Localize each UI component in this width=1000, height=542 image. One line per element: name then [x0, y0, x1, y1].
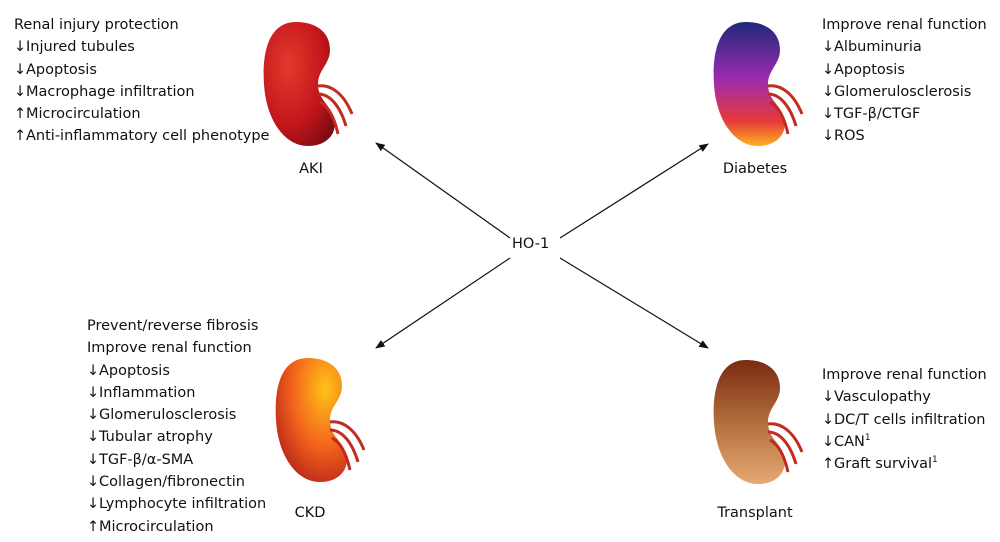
list-item: ↓Lymphocyte infiltration	[87, 493, 266, 515]
list-item: ↑Anti-inflammatory cell phenotype	[14, 125, 269, 147]
ho1-label: HO-1	[512, 236, 550, 252]
list-item: ↓Glomerulosclerosis	[87, 404, 266, 426]
arrow-to-transplant	[559, 257, 709, 349]
aki-heading: Renal injury protection	[14, 17, 179, 33]
ckd-kidney-image	[275, 358, 366, 482]
list-item: ↑Graft survival1	[822, 453, 987, 475]
ckd-effects: Prevent/reverse fibrosis Improve renal f…	[87, 315, 266, 538]
trend-arrow: ↓	[822, 411, 835, 428]
list-item: ↓CAN1	[822, 431, 987, 453]
trend-arrow: ↓	[14, 39, 27, 56]
trend-arrow: ↓	[87, 474, 100, 491]
trend-arrow: ↓	[87, 496, 100, 513]
list-item: ↑Microcirculation	[14, 103, 269, 125]
footnote-marker: 1	[932, 455, 938, 466]
list-item: ↓Apoptosis	[822, 59, 987, 81]
transplant-effects: Improve renal function ↓Vasculopathy ↓DC…	[822, 364, 987, 475]
list-item: ↓Macrophage infiltration	[14, 81, 269, 103]
list-item: ↓Glomerulosclerosis	[822, 81, 987, 103]
trend-arrow: ↓	[87, 362, 100, 379]
trend-arrow: ↑	[822, 456, 835, 473]
diabetes-label: Diabetes	[722, 161, 788, 177]
transplant-label: Transplant	[717, 505, 793, 521]
list-item: ↓ROS	[822, 125, 987, 147]
list-item: ↓Inflammation	[87, 382, 266, 404]
trend-arrow: ↓	[822, 61, 835, 78]
transplant-heading: Improve renal function	[822, 367, 987, 383]
trend-arrow: ↓	[14, 61, 27, 78]
trend-arrow: ↓	[87, 407, 100, 424]
trend-arrow: ↓	[822, 128, 835, 145]
trend-arrow: ↓	[87, 451, 100, 468]
diabetes-kidney-image	[713, 22, 804, 146]
list-item: ↓DC/T cells infiltration	[822, 409, 987, 431]
list-item: ↓Tubular atrophy	[87, 426, 266, 448]
aki-kidney-image	[263, 22, 354, 146]
ckd-label: CKD	[294, 505, 326, 521]
list-item: ↓Apoptosis	[87, 360, 266, 382]
list-item: ↓Injured tubules	[14, 36, 269, 58]
trend-arrow: ↓	[14, 83, 27, 100]
list-item: ↓Apoptosis	[14, 59, 269, 81]
list-item: ↓Albuminuria	[822, 36, 987, 58]
list-item: ↓Collagen/fibronectin	[87, 471, 266, 493]
trend-arrow: ↓	[822, 83, 835, 100]
trend-arrow: ↓	[822, 389, 835, 406]
arrow-to-ckd	[375, 257, 511, 349]
trend-arrow: ↓	[822, 106, 835, 123]
arrow-to-diabetes	[559, 143, 709, 239]
aki-label: AKI	[299, 161, 323, 177]
diabetes-heading: Improve renal function	[822, 17, 987, 33]
trend-arrow: ↓	[822, 39, 835, 56]
trend-arrow: ↑	[87, 518, 100, 535]
trend-arrow: ↑	[14, 106, 27, 123]
diabetes-effects: Improve renal function ↓Albuminuria ↓Apo…	[822, 14, 987, 148]
aki-effects: Renal injury protection ↓Injured tubules…	[14, 14, 269, 148]
trend-arrow: ↑	[14, 128, 27, 145]
list-item: ↑Microcirculation	[87, 516, 266, 538]
arrow-to-aki	[375, 142, 511, 239]
list-item: ↓TGF-β/CTGF	[822, 103, 987, 125]
trend-arrow: ↓	[822, 433, 835, 450]
trend-arrow: ↓	[87, 429, 100, 446]
transplant-kidney-image	[713, 360, 804, 484]
ckd-heading-function: Improve renal function	[87, 340, 252, 357]
list-item: ↓Vasculopathy	[822, 386, 987, 408]
footnote-marker: 1	[864, 433, 871, 444]
list-item: ↓TGF-β/α-SMA	[87, 449, 266, 471]
trend-arrow: ↓	[87, 384, 100, 401]
ckd-heading-fibrosis: Prevent/reverse fibrosis	[87, 318, 259, 334]
